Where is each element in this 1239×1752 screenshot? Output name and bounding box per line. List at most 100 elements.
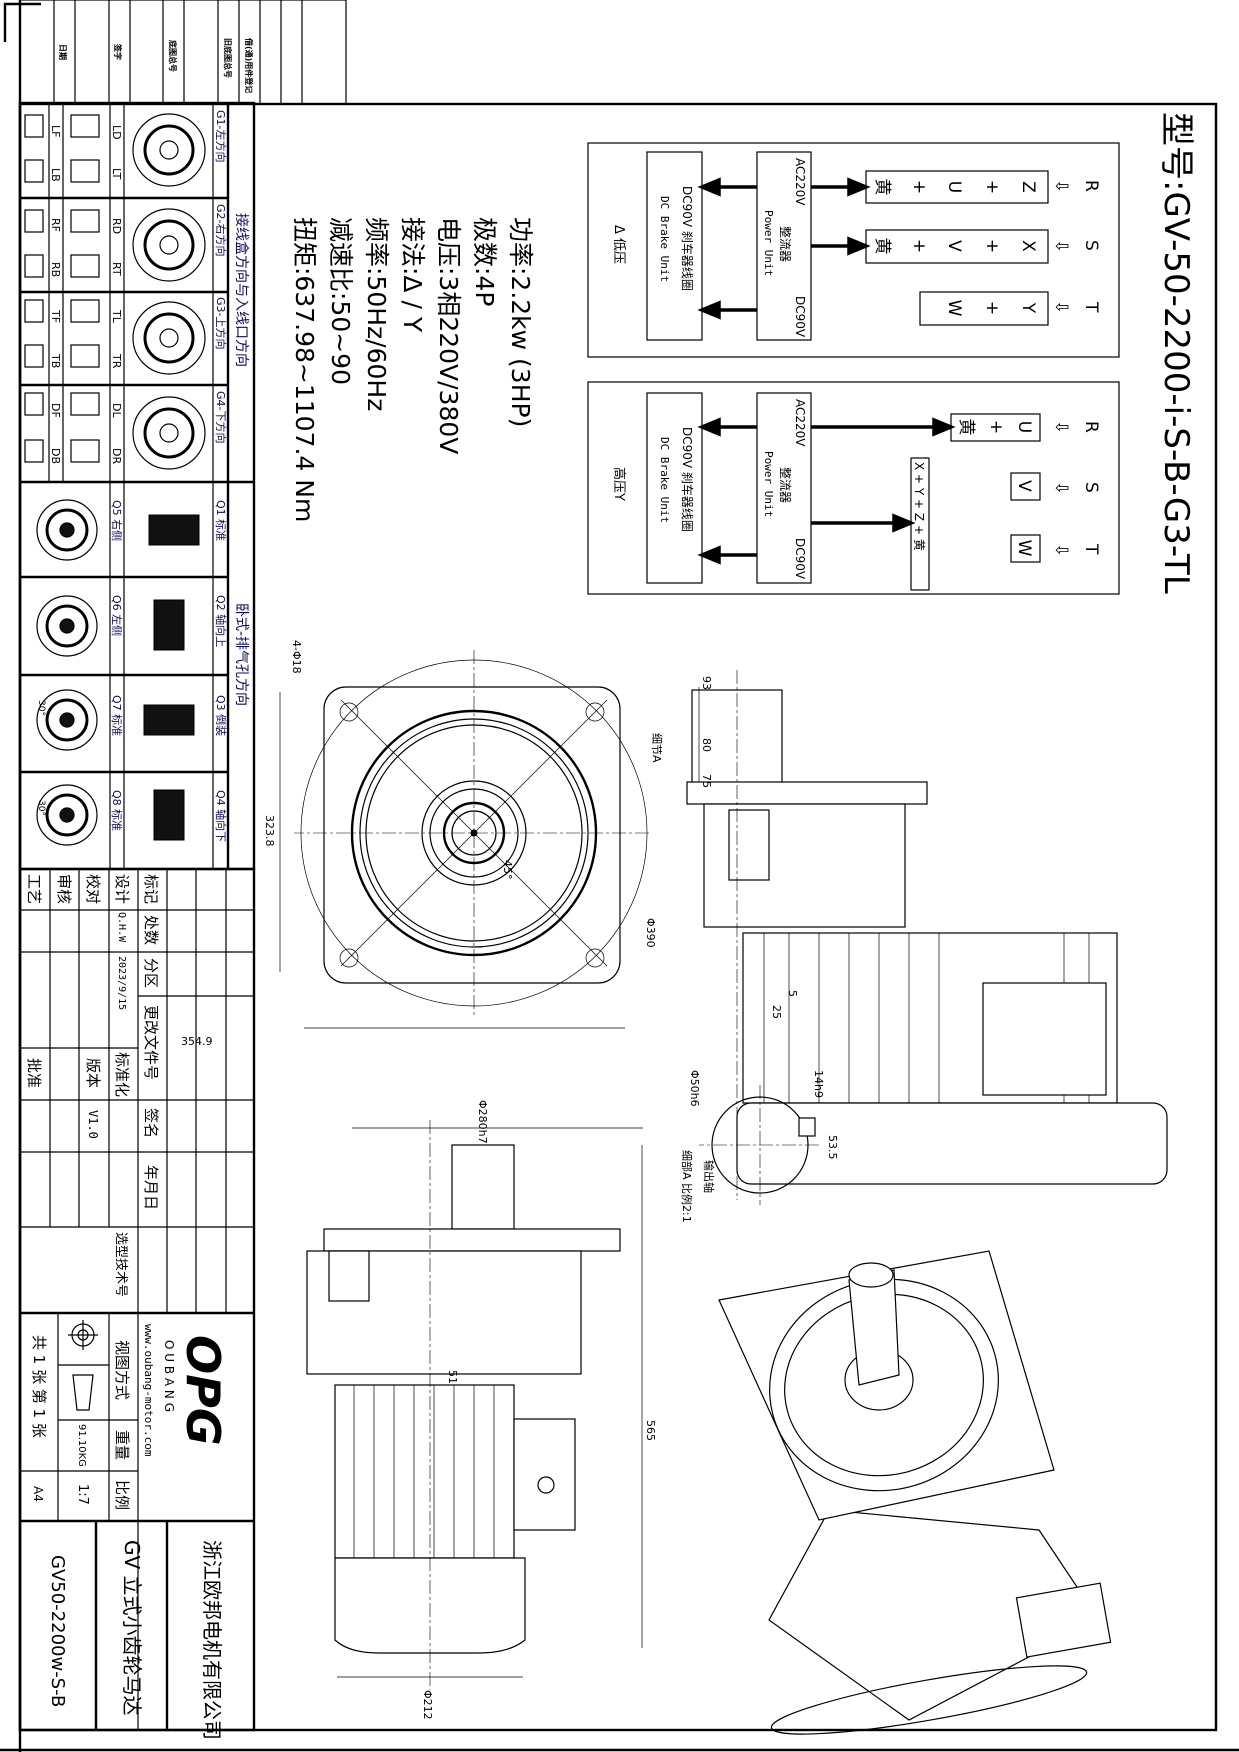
code-label: LD	[110, 125, 123, 140]
code-label: TF	[49, 309, 62, 323]
terminal-label: +	[982, 301, 1002, 315]
sheet-count: 共 1 张 第 1 张	[30, 1335, 48, 1438]
header-zone: 分区	[142, 958, 160, 988]
angle-label: 30°	[36, 800, 46, 816]
header-mark: 标记	[142, 874, 160, 904]
weight: 91.10KG	[76, 1424, 87, 1467]
standardization-label: 标准化	[113, 1052, 131, 1097]
phase-t: T	[1081, 301, 1101, 313]
code-label: TL	[110, 309, 123, 324]
terminal-label: +	[982, 180, 1002, 194]
company-name: 浙江欧邦电机有限公司	[200, 1540, 224, 1740]
drawing-number: GV50-2200w-S-B	[47, 1555, 68, 1707]
arrow-icon: ⇩	[1051, 179, 1071, 193]
version: V1.0	[86, 1110, 100, 1139]
code-label: DB	[49, 448, 62, 464]
terminal-label: X	[1018, 240, 1038, 252]
code-label: DR	[110, 448, 123, 464]
header-change-doc: 更改文件号	[142, 1005, 160, 1080]
brake-unit-cn: DC90V 刹车器线圈	[680, 427, 695, 532]
code-label: RF	[49, 218, 62, 232]
header-count: 处数	[142, 915, 160, 945]
g3-label: G3-上方向	[214, 297, 228, 350]
check-label: 校对	[84, 874, 102, 904]
q-label: Q5 右侧	[110, 500, 124, 541]
side-label-junction: 接线盒方向与入线口方向	[233, 213, 250, 367]
front-view: 323.8 354.9 4-Φ18 45° Φ390 细节A	[181, 640, 663, 1048]
process-label: 工艺	[25, 874, 43, 904]
detail-a-label: 细节A	[650, 733, 663, 763]
side-label-vent: 卧式-排气孔方向	[233, 603, 249, 706]
terminal-label: Y	[1018, 302, 1038, 314]
dim-motor-dia: Φ212	[421, 1690, 434, 1720]
power-unit-en: Power Unit	[762, 451, 775, 517]
strip-label: 日期	[58, 44, 68, 60]
designer: Q.H.W	[116, 912, 127, 943]
spec-voltage: 电压:3相220V/380V	[434, 217, 463, 454]
isometric-view	[718, 1250, 1112, 1735]
terminal-label: W	[1014, 540, 1034, 557]
terminal-label: +	[909, 239, 929, 253]
dim-holes: 4-Φ18	[290, 640, 303, 674]
dim-25: 25	[770, 1005, 783, 1019]
strip-label: 借(通)用件登记	[244, 37, 254, 93]
scale-label: 比例	[113, 1480, 131, 1510]
tech-no-label: 选型技术号	[113, 1232, 128, 1297]
q-label: Q8 标准	[110, 790, 124, 831]
side-view: 93 80 75 5 25	[686, 670, 1168, 1200]
dim-width: 354.9	[181, 1035, 213, 1048]
star-connection-label: X + Y + Z + 黄	[912, 462, 926, 551]
dim-5: 5	[786, 990, 799, 997]
code-label: DF	[49, 403, 62, 418]
model-title: 型号:GV-50-2200-i-S-B-G3-TL	[1156, 112, 1196, 594]
code-label: LT	[110, 168, 123, 180]
dim-51: 51	[446, 1370, 459, 1384]
weight-label: 重量	[113, 1430, 131, 1460]
vertical-view: Φ280h7 51 565 Φ212	[306, 1100, 657, 1720]
terminal-label: U	[1014, 421, 1034, 433]
terminal-label: V	[944, 240, 964, 252]
approve-label: 批准	[25, 1058, 43, 1088]
terminal-label: 黄	[872, 238, 892, 255]
code-label: LF	[49, 125, 62, 137]
design-label: 设计	[113, 874, 131, 904]
spec-ratio: 减速比:50~90	[326, 217, 355, 385]
terminal-label: 黄	[956, 419, 976, 436]
spec-list: 功率:2.2kw (3HP) 极数:4P 电压:3相220V/380V 接法:Δ…	[290, 217, 535, 522]
terminal-label: +	[909, 180, 929, 194]
code-label: DL	[110, 403, 123, 418]
brake-unit-en: DC Brake Unit	[658, 196, 671, 282]
spec-connection: 接法:Δ / Y	[398, 217, 427, 333]
brake-unit-cn: DC90V 刹车器线圈	[680, 186, 695, 291]
arrow-icon: ⇩	[1051, 420, 1071, 434]
power-unit-cn: 整流器	[778, 467, 793, 503]
brand-name: O U B A N G	[162, 1340, 176, 1412]
terminal-label: +	[982, 239, 1002, 253]
dim-75: 75	[700, 774, 713, 788]
install-table: 接线盒方向与入线口方向 卧式-排气孔方向 G1-左方向 G2-右方向 G3-上方…	[18, 101, 256, 871]
dim-angle: 45°	[501, 860, 514, 880]
phase-s: S	[1081, 482, 1101, 493]
spec-poles: 极数:4P	[470, 217, 499, 306]
dim-pilot: Φ280h7	[476, 1100, 489, 1144]
code-label: TB	[49, 353, 62, 368]
website: www.oubang-motor.com	[142, 1324, 155, 1457]
terminal-label: W	[944, 300, 964, 317]
power-unit-cn: 整流器	[778, 226, 793, 262]
g4-label: G4-下方向	[214, 391, 228, 444]
ac-label: AC220V	[793, 158, 807, 206]
dim-circle: Φ390	[644, 918, 657, 948]
arrow-icon: ⇩	[1051, 239, 1071, 253]
spec-power: 功率:2.2kw (3HP)	[506, 217, 535, 427]
brake-unit-box	[646, 151, 703, 341]
phase-r: R	[1081, 421, 1101, 433]
title-block: 标记 处数 分区 更改文件号 签名 年月日 设计 Q.H.W 2023/9/15…	[18, 867, 256, 1740]
product-name: GV 立式小齿轮马达	[120, 1540, 144, 1716]
code-label: RB	[49, 262, 62, 277]
strip-label: 底图总号	[168, 39, 178, 72]
spec-torque: 扭矩:637.98~1107.4 Nm	[290, 217, 319, 522]
strip-label: 签字	[113, 43, 123, 60]
top-strip: 借(通)用件登记 旧底图总号 底图总号 签字 日期	[19, 0, 347, 105]
view-method-label: 视图方式	[113, 1340, 131, 1400]
dim-key-depth: 53.5	[826, 1135, 839, 1160]
